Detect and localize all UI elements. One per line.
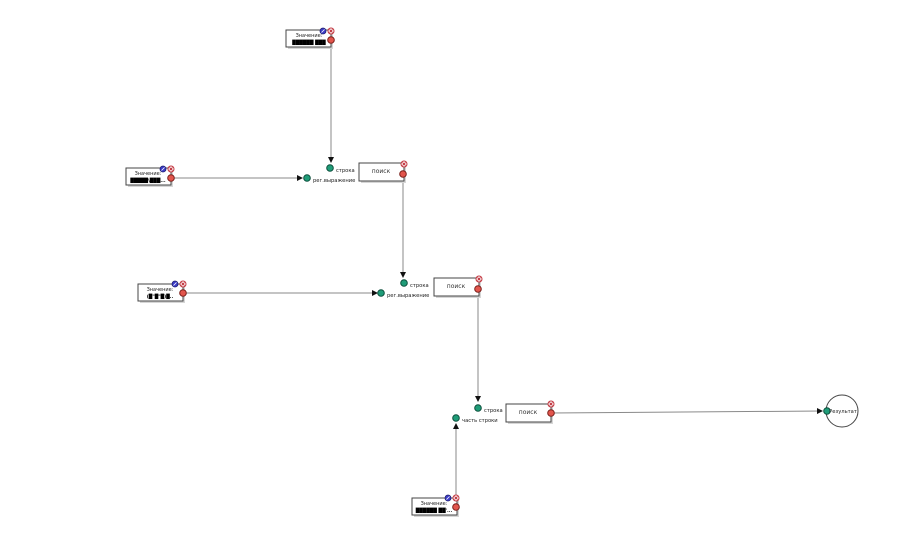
close-icon[interactable]	[452, 494, 460, 502]
func-node-3-string-label: строка	[484, 408, 503, 414]
close-icon[interactable]	[179, 280, 187, 288]
func-node-2-regex-port[interactable]	[377, 289, 385, 297]
func-node-2-output-port[interactable]	[474, 285, 482, 293]
func-node-1-title: поиск	[372, 168, 391, 175]
close-icon[interactable]	[327, 27, 335, 35]
func-node-1-output-port[interactable]	[399, 170, 407, 178]
close-icon[interactable]	[167, 165, 175, 173]
value-node-3-value: (█"█"█)█..	[147, 293, 174, 300]
value-node-3[interactable]: Значение: (█"█"█)█..	[137, 280, 187, 303]
value-node-4[interactable]: Значение: ██████ ██'...	[411, 494, 460, 517]
value-node-2[interactable]: Значение: █████\███...	[125, 165, 175, 187]
value-node-3-label: Значение:	[147, 287, 174, 293]
wire-f3-result[interactable]	[550, 408, 823, 415]
func-node-3-output-port[interactable]	[547, 409, 555, 417]
func-node-2-regex-label: рег.выражение	[387, 293, 429, 299]
value-node-3-output-port[interactable]	[179, 289, 187, 297]
result-node-input-port[interactable]	[823, 407, 831, 415]
connections	[171, 40, 823, 507]
func-node-1[interactable]: поиск строка рег.выражение	[303, 160, 408, 184]
close-icon[interactable]	[475, 275, 483, 283]
func-node-1-string-label: строка	[336, 168, 355, 174]
value-node-1-output-port[interactable]	[327, 36, 335, 44]
close-icon[interactable]	[547, 400, 555, 408]
func-node-3-part-port[interactable]	[452, 414, 460, 422]
func-node-2[interactable]: поиск строка рег.выражение	[377, 275, 483, 299]
func-node-1-string-port[interactable]	[326, 164, 334, 172]
value-node-2-output-port[interactable]	[167, 174, 175, 182]
value-node-4-label: Значение:	[421, 501, 448, 507]
func-node-2-string-label: строка	[410, 283, 429, 289]
value-node-2-label: Значение:	[135, 171, 162, 177]
value-node-4-output-port[interactable]	[452, 503, 460, 511]
func-node-3-title: поиск	[519, 409, 538, 416]
edit-icon[interactable]	[444, 494, 452, 502]
func-node-3-string-port[interactable]	[474, 404, 482, 412]
value-node-4-value: ██████ ██'...	[415, 507, 453, 514]
func-node-3-part-label: часть строки	[462, 418, 498, 424]
value-node-1[interactable]: Значение: ██████ ███	[285, 27, 335, 49]
func-node-1-regex-port[interactable]	[303, 174, 311, 182]
result-node-label: Результат	[829, 409, 857, 415]
edit-icon[interactable]	[171, 280, 179, 288]
result-node[interactable]: Результат	[823, 394, 859, 428]
func-node-1-regex-label: рег.выражение	[313, 178, 355, 184]
value-node-2-value: █████\███...	[129, 177, 165, 184]
func-node-2-string-port[interactable]	[400, 279, 408, 287]
value-node-1-value: ██████ ███	[291, 39, 326, 46]
func-node-2-title: поиск	[447, 283, 466, 290]
func-node-3[interactable]: поиск строка часть строки	[452, 400, 555, 424]
edit-icon[interactable]	[159, 165, 167, 173]
close-icon[interactable]	[400, 160, 408, 168]
value-node-1-label: Значение:	[296, 33, 323, 39]
edit-icon[interactable]	[319, 27, 327, 35]
